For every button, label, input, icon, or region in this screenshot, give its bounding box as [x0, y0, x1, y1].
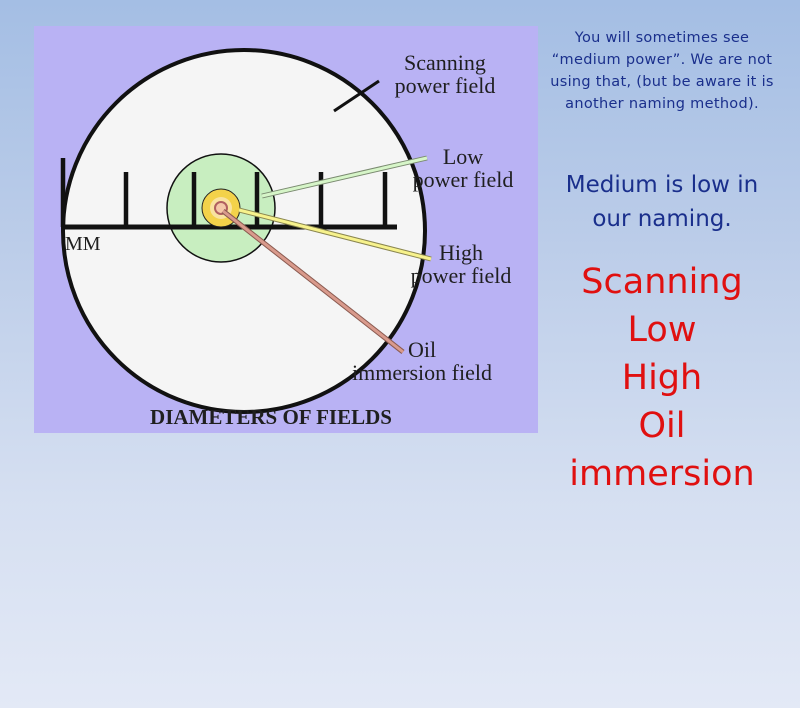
diameters-of-fields-diagram: Scanning power field Low power field Hig…	[34, 26, 538, 433]
oil-pointer	[222, 209, 404, 354]
field-diagram-svg: Scanning power field Low power field Hig…	[60, 48, 514, 429]
mm-unit-label: MM	[65, 233, 101, 255]
medium-power-note: You will sometimes see “medium power”. W…	[550, 30, 774, 112]
low-label-line2: power field	[413, 167, 514, 192]
high-label-line1: High	[439, 240, 483, 265]
high-pointer	[238, 208, 432, 261]
low-label-line1: Low	[443, 144, 483, 169]
medium-is-low-note: Medium is low in our naming.	[565, 172, 759, 232]
order-item-low: Low	[627, 310, 697, 350]
order-item-immersion: immersion	[569, 454, 755, 494]
oil-label-line1: Oil	[408, 337, 436, 362]
low-pointer	[261, 156, 428, 198]
oil-label-line2: immersion field	[352, 360, 492, 385]
order-item-oil: Oil	[638, 406, 686, 446]
scanning-label-line1: Scanning	[404, 50, 486, 75]
scanning-label-line2: power field	[395, 73, 496, 98]
diagram-caption: DIAMETERS OF FIELDS	[150, 405, 392, 429]
order-item-scanning: Scanning	[581, 262, 743, 302]
scanning-pointer	[333, 79, 380, 113]
objective-order-list: Scanning Low High Oil immersion	[548, 258, 776, 498]
high-label-line2: power field	[411, 263, 512, 288]
order-item-high: High	[621, 358, 703, 398]
